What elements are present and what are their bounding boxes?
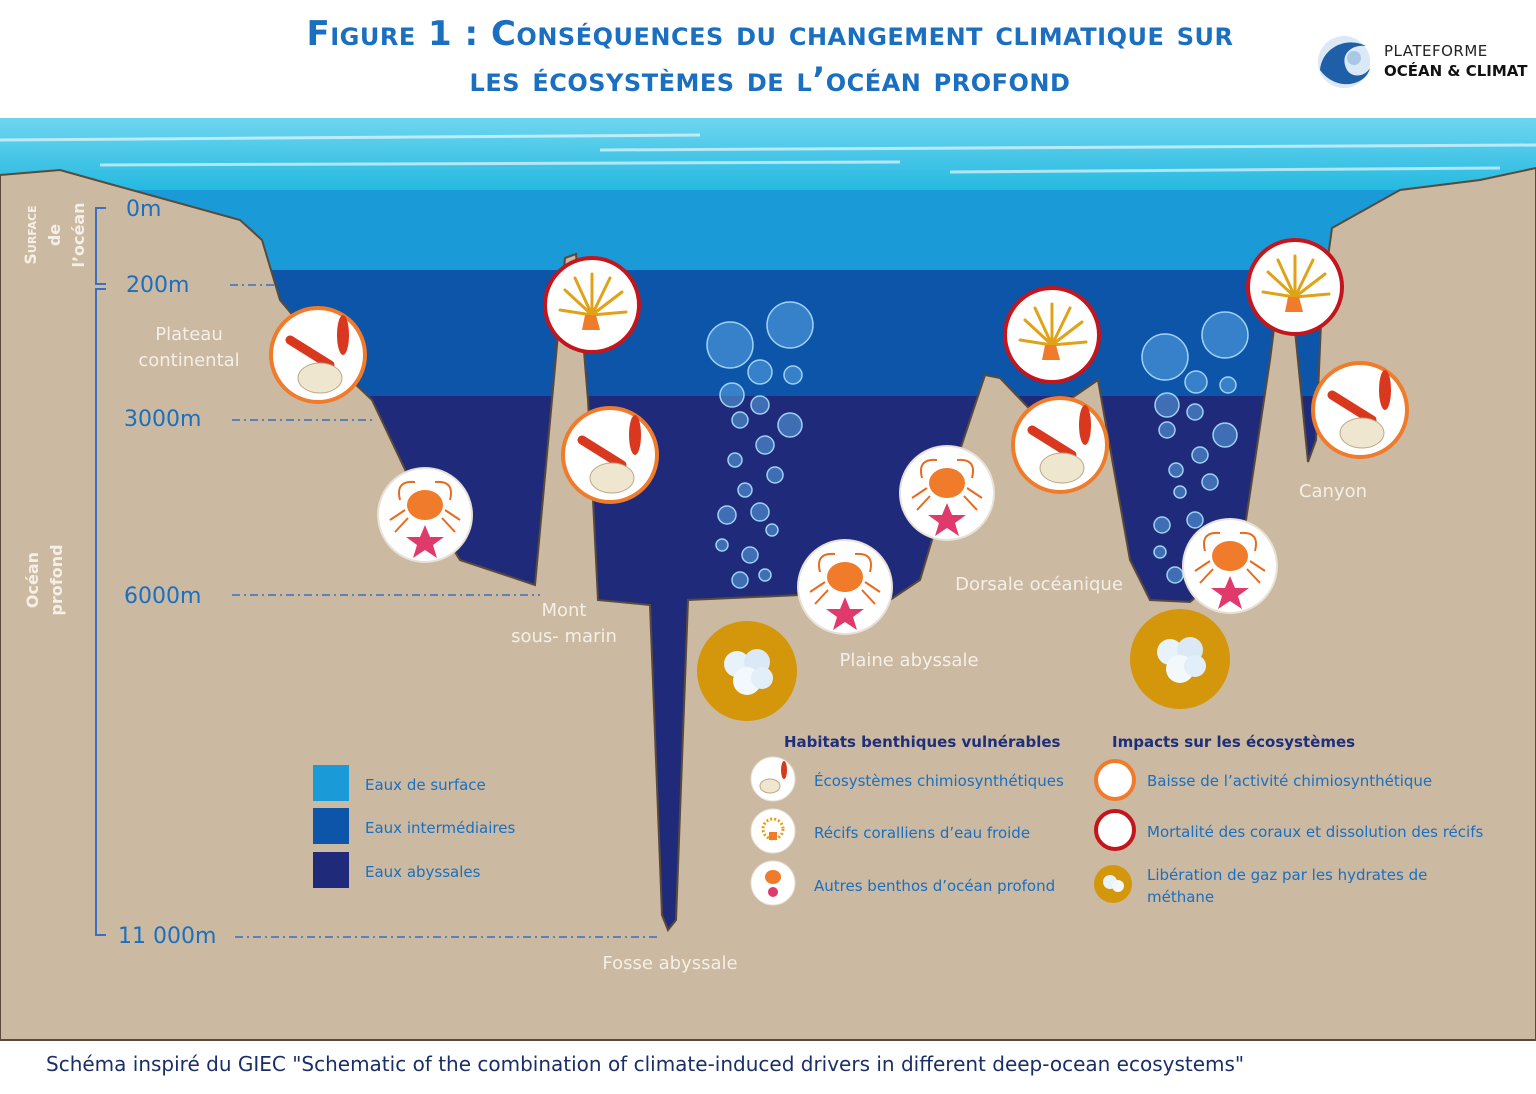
- legend-crab-icon: [750, 860, 796, 906]
- sea-surface: [0, 118, 1536, 193]
- habitat-benthos: Autres benthos d’océan profond: [814, 877, 1055, 895]
- legend-coral-icon: [750, 808, 796, 854]
- zone-surface-3: l’océan: [69, 202, 88, 267]
- depth-3000m: 3000m: [124, 407, 201, 432]
- legend-coral-ring-icon: [1094, 809, 1136, 851]
- surface-bracket: [95, 207, 106, 285]
- impact-chemo: Baisse de l’activité chimiosynthétique: [1147, 772, 1432, 790]
- logo-text-bottom: OCÉAN & CLIMAT: [1384, 62, 1528, 80]
- deep-benthos-crab-icon: [377, 467, 473, 563]
- impact-methane-1: Libération de gaz par les hydrates de: [1147, 866, 1427, 884]
- chemosynthetic-clam-icon: [1313, 363, 1407, 457]
- chemosynthetic-clam-icon: [269, 306, 367, 404]
- zone-surface-1: Surface: [21, 205, 40, 264]
- seabed: [0, 166, 1536, 1041]
- depth-0m: 0m: [126, 197, 161, 222]
- legend-swatch-abyssal: [313, 852, 349, 888]
- label-mont-1: Mont: [541, 600, 586, 621]
- legend-label-intermediate: Eaux intermédiaires: [365, 819, 515, 837]
- figure-title-line1: Figure 1 : Conséquences du changement cl…: [306, 14, 1234, 54]
- label-canyon: Canyon: [1299, 481, 1367, 502]
- label-plaine: Plaine abyssale: [839, 650, 978, 671]
- label-plateau-1: Plateau: [155, 324, 222, 345]
- logo-text-top: PLATEFORME: [1384, 42, 1488, 60]
- zone-deep-1: Océan: [23, 552, 42, 608]
- cold-water-coral-icon: [1246, 238, 1344, 336]
- deep-benthos-crab-icon: [899, 445, 995, 541]
- depth-200m: 200m: [126, 273, 189, 298]
- habitat-coral: Récifs coralliens d’eau froide: [814, 824, 1030, 842]
- figure-title-line2: les écosystèmes de l’océan profond: [469, 60, 1071, 100]
- label-plateau-2: continental: [138, 350, 239, 371]
- chemosynthetic-clam-icon: [1013, 398, 1107, 492]
- legend-chemo-ring-icon: [1094, 759, 1136, 801]
- label-mont-2: sous- marin: [511, 626, 617, 647]
- legend-label-surface: Eaux de surface: [365, 776, 486, 794]
- legend-swatch-surface: [313, 765, 349, 801]
- logo: PLATEFORME OCÉAN & CLIMAT: [1316, 34, 1536, 90]
- source-caption: Schéma inspiré du GIEC "Schematic of the…: [46, 1052, 1245, 1076]
- depth-11000m: 11 000m: [118, 924, 216, 949]
- legend-swatch-intermediate: [313, 808, 349, 844]
- cold-water-coral-icon: [543, 256, 641, 354]
- impact-methane-2: méthane: [1147, 888, 1214, 906]
- zone-deep-2: profond: [47, 544, 66, 615]
- impacts-legend-title: Impacts sur les écosystèmes: [1112, 733, 1355, 751]
- label-dorsale: Dorsale océanique: [955, 574, 1123, 595]
- label-fosse: Fosse abyssale: [602, 953, 737, 974]
- habitats-legend-title: Habitats benthiques vulnérables: [784, 733, 1061, 751]
- legend-label-abyssal: Eaux abyssales: [365, 863, 481, 881]
- legend-clam-icon: [750, 756, 796, 802]
- surface-waves: [0, 133, 1536, 174]
- chemosynthetic-clam-icon: [563, 408, 657, 502]
- zone-surface-2: de: [45, 224, 64, 246]
- deep-bracket: [95, 288, 106, 936]
- impact-coral: Mortalité des coraux et dissolution des …: [1147, 823, 1483, 841]
- depth-guides: [230, 284, 660, 938]
- methane-hydrate-icon: [697, 621, 797, 721]
- methane-hydrate-icon: [1130, 609, 1230, 709]
- deep-benthos-crab-icon: [1182, 518, 1278, 614]
- wave-logo-icon: [1318, 36, 1370, 88]
- depth-6000m: 6000m: [124, 584, 201, 609]
- deep-benthos-crab-icon: [797, 539, 893, 635]
- habitat-chemosynthetic: Écosystèmes chimiosynthétiques: [814, 771, 1064, 790]
- cold-water-coral-icon: [1003, 286, 1101, 384]
- legend-methane-icon: [1094, 865, 1132, 903]
- gas-bubbles: [706, 301, 1249, 589]
